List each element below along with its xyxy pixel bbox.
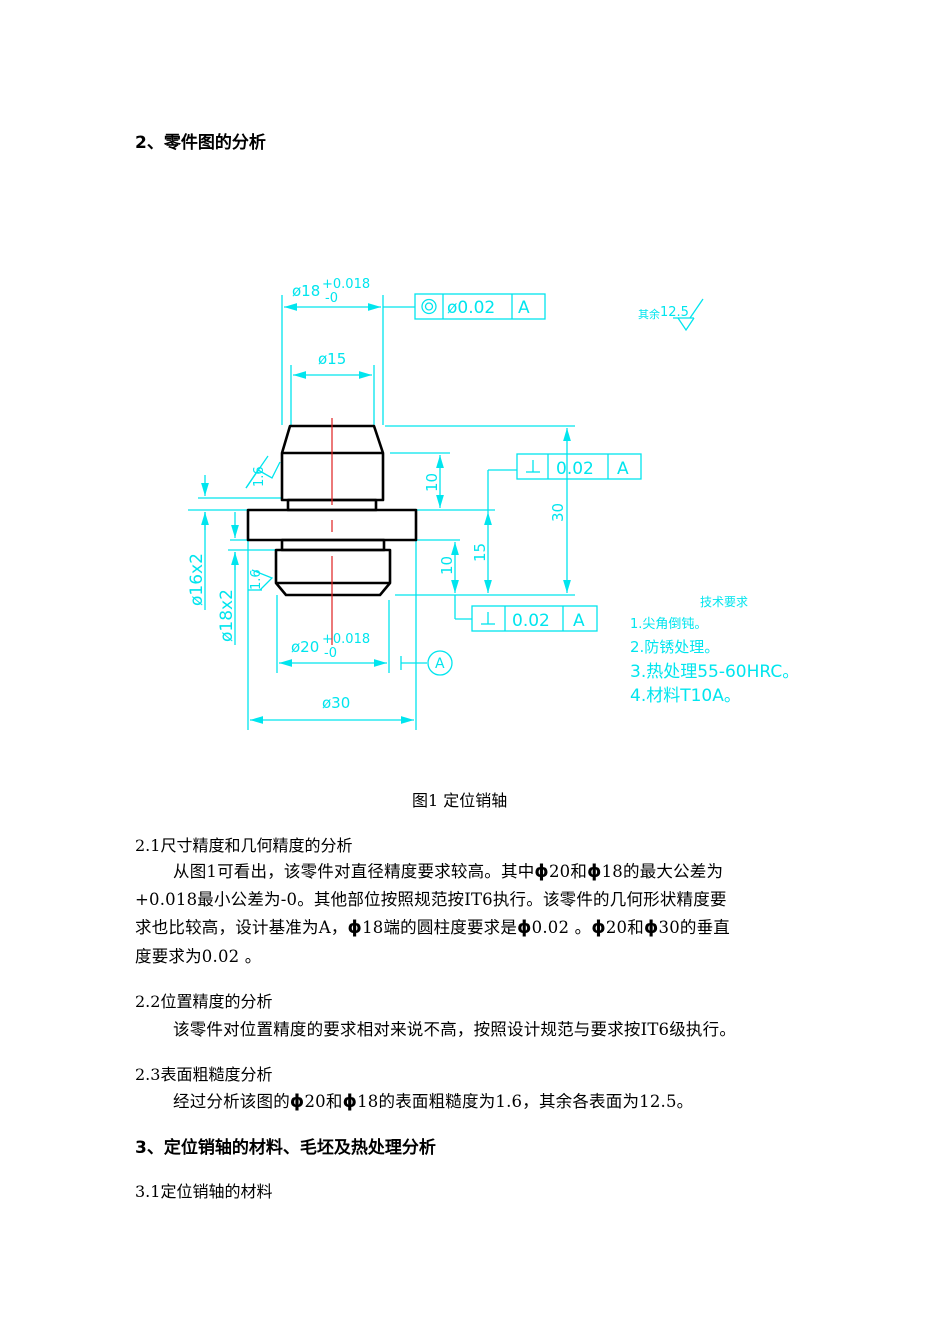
dim-d18-tol-plus: +0.018 <box>322 277 370 292</box>
dim-groove-18: ø18x2 <box>217 589 237 642</box>
dim-d15-label: ø15 <box>318 350 346 368</box>
datum-a-label: A <box>435 656 445 672</box>
tech-req-title: 技术要求 <box>700 595 748 609</box>
para-2-1-line-2: +0.018最小公差为-0。其他部位按照规范按IT6执行。该零件的几何形状精度要 <box>135 890 727 909</box>
dim-d30-label: ø30 <box>322 694 350 712</box>
roughness-lower: 1.6 <box>249 569 264 590</box>
roughness-upper: 1.6 <box>252 466 267 487</box>
roughness-rest-value: 12.5 <box>660 305 689 320</box>
dim-d20-tol-plus: +0.018 <box>322 632 370 647</box>
tech-req-item-4: 4.材料T10A。 <box>630 686 741 706</box>
fcf-mid-datum: A <box>617 459 629 479</box>
dim-15: 15 <box>471 543 489 562</box>
fcf-mid-value: 0.02 <box>556 459 594 479</box>
para-2-1-line-4: 度要求为0.02 。 <box>135 947 262 966</box>
fcf-top-value: ø0.02 <box>447 298 495 318</box>
section-heading-2-3: 2.3表面粗糙度分析 <box>135 1065 273 1084</box>
part-drawing: ø18 +0.018 -0 ø0.02 A 其余 12.5 ø15 1.6 1.… <box>187 277 799 730</box>
fcf-low-value: 0.02 <box>512 611 550 631</box>
tech-req-item-1: 1.尖角倒钝。 <box>630 617 707 632</box>
dim-10-lower: 10 <box>438 556 456 575</box>
roughness-rest-label: 其余 <box>638 307 660 321</box>
tech-req-item-3: 3.热处理55-60HRC。 <box>630 662 799 682</box>
dim-d18-tol-minus: -0 <box>325 291 338 306</box>
dim-d20-tol-minus: -0 <box>324 646 337 661</box>
para-2-3: 经过分析该图的ϕ20和ϕ18的表面粗糙度为1.6，其余各表面为12.5。 <box>173 1091 694 1112</box>
tech-req-item-2: 2.防锈处理。 <box>630 638 719 656</box>
para-2-1-line-3: 求也比较高，设计基准为A，ϕ18端的圆柱度要求是ϕ0.02 。ϕ20和ϕ30的垂… <box>135 917 731 938</box>
section-heading-2-2: 2.2位置精度的分析 <box>135 992 273 1011</box>
dim-groove-16: ø16x2 <box>187 553 207 606</box>
section-heading-2: 2、零件图的分析 <box>135 133 266 153</box>
figure-caption: 图1 定位销轴 <box>412 791 508 810</box>
dim-d20-label: ø20 <box>291 638 319 656</box>
dim-d18-label: ø18 <box>292 282 320 300</box>
section-heading-3: 3、定位销轴的材料、毛坯及热处理分析 <box>135 1138 436 1158</box>
fcf-top-datum: A <box>518 298 530 318</box>
dim-10-upper: 10 <box>423 473 441 492</box>
dim-30: 30 <box>549 503 567 522</box>
fcf-low-datum: A <box>573 611 585 631</box>
para-2-2: 该零件对位置精度的要求相对来说不高，按照设计规范与要求按IT6级执行。 <box>173 1020 737 1039</box>
section-heading-2-1: 2.1尺寸精度和几何精度的分析 <box>135 836 353 855</box>
para-2-1-line-1: 从图1可看出，该零件对直径精度要求较高。其中ϕ20和ϕ18的最大公差为 <box>173 861 724 882</box>
section-heading-3-1: 3.1定位销轴的材料 <box>135 1182 273 1201</box>
